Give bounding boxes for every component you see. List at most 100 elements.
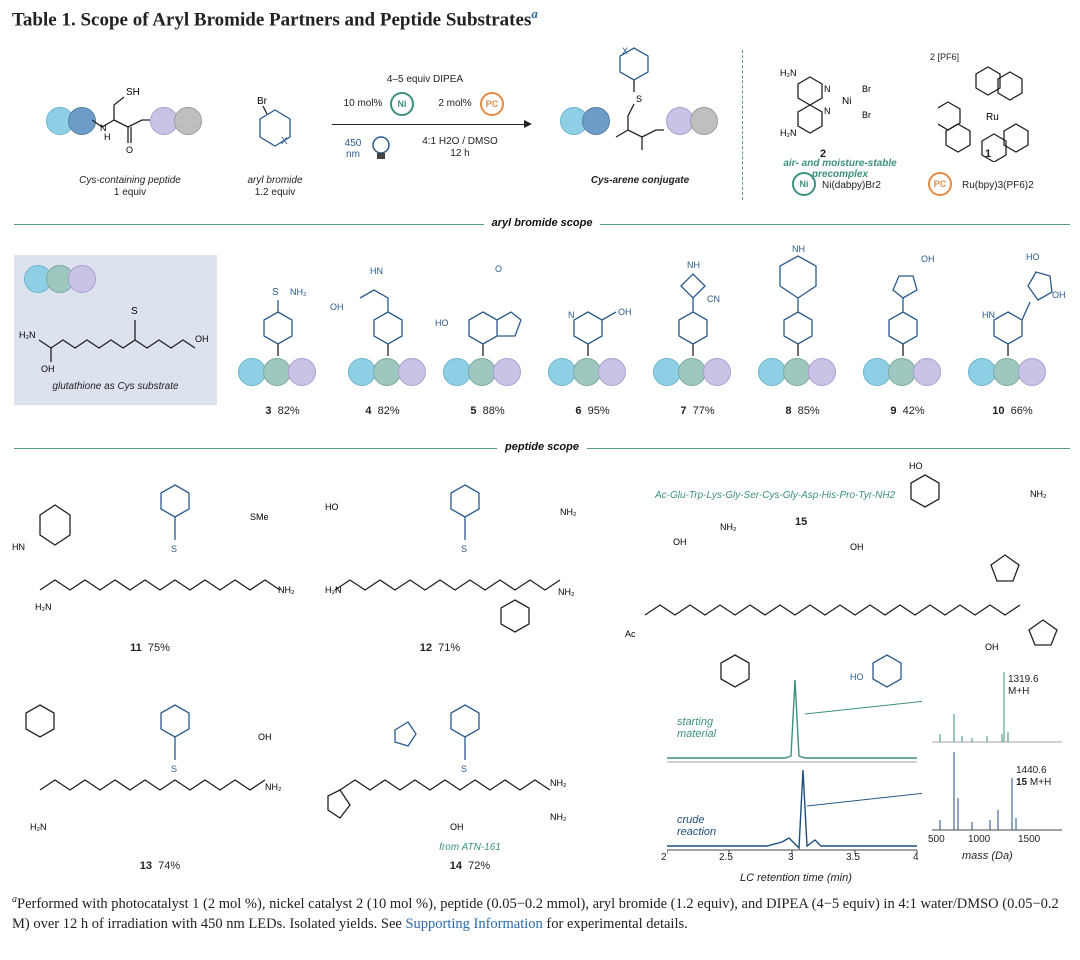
lc-xtick: 2 — [661, 852, 667, 863]
svg-text:NH: NH — [687, 260, 700, 270]
svg-text:H₂N: H₂N — [19, 330, 36, 340]
ni-catalyst-name: Ni(dabpy)Br2 — [822, 180, 881, 191]
aryl-scope-row: S NH₂ 3 82% OH HN 4 82% HO O 5 88% — [230, 240, 1070, 425]
reaction-arrow — [332, 124, 527, 125]
peptide-15-sequence: Ac-Glu-Trp-Lys-Gly-Ser-Cys-Gly-Asp-His-P… — [655, 490, 896, 501]
svg-text:Br: Br — [862, 84, 871, 94]
svg-text:OH: OH — [850, 542, 864, 552]
compound-9: OH 9 42% — [855, 240, 960, 425]
svg-text:H₂N: H₂N — [325, 585, 342, 595]
atn-note: from ATN-161 — [439, 842, 501, 853]
svg-text:NH₂: NH₂ — [278, 585, 295, 595]
svg-text:S: S — [272, 287, 279, 298]
svg-text:HO: HO — [1026, 252, 1040, 262]
peptide-14: S NH₂ NH₂ OH from ATN-161 14 72% — [320, 690, 620, 880]
svg-text:HO: HO — [850, 672, 864, 682]
compound-4: OH HN 4 82% — [330, 240, 435, 425]
svg-text:OH: OH — [673, 537, 687, 547]
ms-xtick: 500 — [928, 834, 945, 845]
lc-xtick: 4 — [913, 852, 919, 863]
ms-xtick: 1000 — [968, 834, 991, 845]
svg-text:HN: HN — [982, 310, 995, 320]
svg-text:OH: OH — [450, 822, 464, 832]
peptide-12: S HO H₂N NH₂ NH₂ 12 71% — [320, 470, 620, 660]
peptide-15: Ac-Glu-Trp-Lys-Gly-Ser-Cys-Gly-Asp-His-P… — [625, 455, 1075, 695]
ni-loading: 10 mol% — [343, 98, 383, 109]
svg-text:NH₂: NH₂ — [265, 782, 282, 792]
svg-text:O: O — [495, 264, 502, 274]
ni-badge-icon: Ni — [792, 172, 816, 196]
svg-text:H₂N: H₂N — [35, 602, 52, 612]
glutathione-structure: S H₂N OH OH — [19, 306, 209, 374]
svg-text:N: N — [824, 84, 831, 94]
svg-text:Ac: Ac — [625, 629, 636, 639]
svg-text:H₂N: H₂N — [30, 822, 47, 832]
svg-text:HN: HN — [370, 266, 383, 276]
svg-text:S: S — [636, 94, 642, 104]
svg-text:S: S — [171, 544, 177, 554]
product-structure: X S — [615, 46, 664, 150]
section-divider-aryl: aryl bromide scope — [14, 217, 1070, 231]
peptide-11: S HN H₂N NH₂ SMe 11 75% — [10, 470, 310, 660]
svg-text:OH: OH — [1052, 290, 1065, 300]
svg-text:N: N — [824, 106, 831, 116]
lc-xtick: 2.5 — [719, 852, 733, 863]
cys-peptide-label: Cys-containing peptide — [79, 175, 181, 186]
residue-bead — [174, 107, 202, 135]
residue-bead — [690, 107, 718, 135]
glutathione-label: glutathione as Cys substrate — [52, 381, 179, 392]
nickel-complex-structure: H₂N H₂N N N Ni Br Br — [780, 68, 871, 138]
aryl-bromide-equiv: 1.2 equiv — [254, 187, 296, 198]
glutathione-box: S H₂N OH OH glutathione as Cys substrate — [14, 255, 217, 405]
pf6-salt-label: 2 [PF6] — [930, 52, 960, 62]
svg-text:H: H — [104, 132, 111, 142]
svg-text:S: S — [461, 764, 467, 774]
svg-text:S: S — [461, 544, 467, 554]
svg-text:S: S — [171, 764, 177, 774]
svg-text:NH₂: NH₂ — [550, 778, 567, 788]
ni-badge-icon: Ni — [390, 92, 414, 116]
arrow-head-icon — [524, 120, 532, 128]
svg-text:OH: OH — [330, 302, 344, 312]
lc-xtick: 3 — [788, 852, 794, 863]
svg-text:HN: HN — [12, 542, 25, 552]
light-bulb-icon — [372, 136, 390, 159]
svg-text:OH: OH — [618, 307, 632, 317]
svg-text:OH: OH — [921, 254, 935, 264]
aryl-bromide-structure: Br X — [257, 96, 291, 147]
compound-5: HO O 5 88% — [435, 240, 540, 425]
solvent-condition: 4:1 H2O / DMSO — [422, 136, 498, 147]
residue-bead — [68, 107, 96, 135]
ms-x-axis-label: mass (Da) — [962, 850, 1013, 862]
complex-1-label: 1 — [985, 148, 992, 160]
svg-text:H₂N: H₂N — [780, 68, 797, 78]
svg-text:OH: OH — [195, 334, 209, 344]
svg-text:O: O — [126, 145, 133, 155]
svg-text:SMe: SMe — [250, 512, 269, 522]
scheme-divider — [742, 50, 743, 200]
svg-text:Br: Br — [862, 110, 871, 120]
svg-text:NH₂: NH₂ — [1030, 489, 1047, 499]
cysteine-structure: SH H N O — [91, 87, 150, 155]
svg-text:N: N — [568, 310, 575, 320]
svg-text:NH: NH — [792, 244, 805, 254]
table-title: Table 1. Scope of Aryl Bromide Partners … — [12, 6, 538, 31]
svg-text:OH: OH — [985, 642, 999, 652]
svg-text:SH: SH — [126, 87, 140, 98]
svg-text:HO: HO — [325, 502, 339, 512]
pc-loading: 2 mol% — [438, 98, 472, 109]
svg-text:Ni: Ni — [842, 96, 851, 107]
aryl-bromide-label: aryl bromide — [247, 175, 303, 186]
footnote: aPerformed with photocatalyst 1 (2 mol %… — [12, 894, 1059, 932]
compound-6: OH N 6 95% — [540, 240, 645, 425]
ms-xtick: 1500 — [1018, 834, 1041, 845]
residue-bead — [666, 107, 694, 135]
pc-badge-icon: PC — [928, 172, 952, 196]
svg-text:NH₂: NH₂ — [550, 812, 567, 822]
product-label: Cys-arene conjugate — [590, 175, 690, 186]
supporting-information-link[interactable]: Supporting Information — [405, 915, 543, 932]
